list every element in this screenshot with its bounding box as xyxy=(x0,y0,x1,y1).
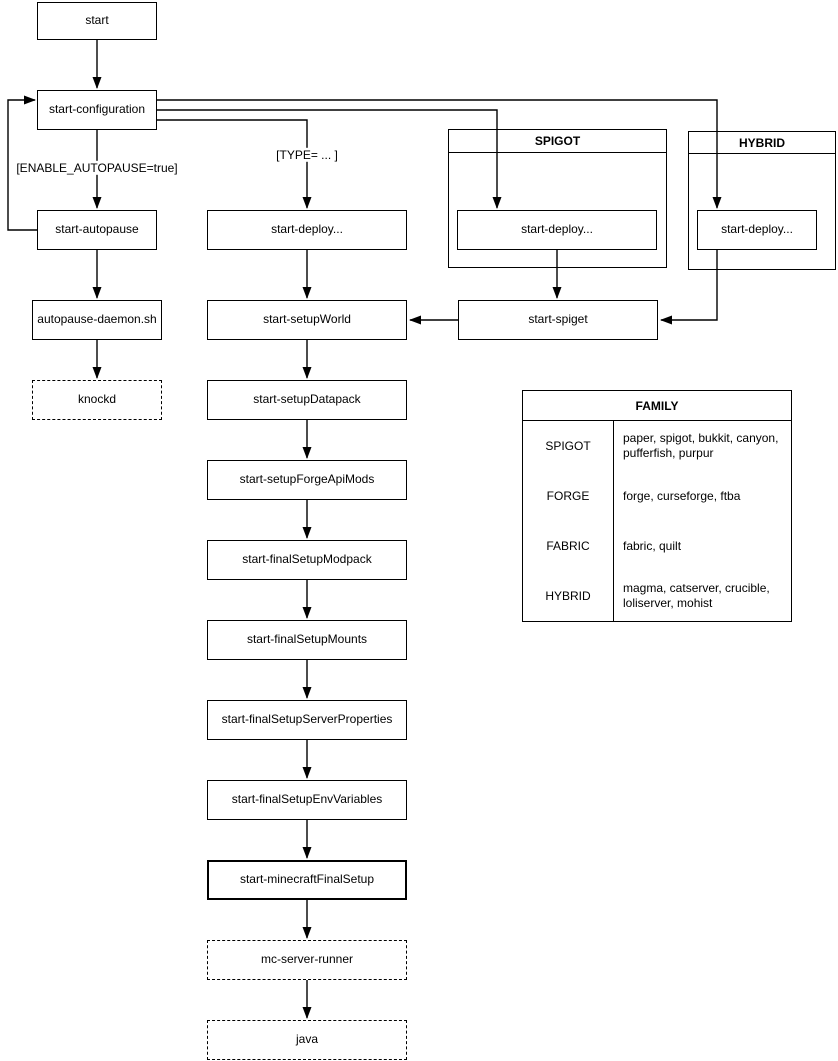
node-java: java xyxy=(207,1020,407,1060)
node-start-setup-datapack: start-setupDatapack xyxy=(207,380,407,420)
node-start-deploy: start-deploy... xyxy=(207,210,407,250)
edge-label-type: [TYPE= ... ] xyxy=(274,147,340,163)
family-table-body: SPIGOT paper, spigot, bukkit, canyon, pu… xyxy=(523,421,791,621)
hybrid-group-title: HYBRID xyxy=(689,132,835,154)
family-servers: magma, catserver, crucible, loliserver, … xyxy=(613,571,791,621)
node-start-autopause: start-autopause xyxy=(37,210,157,250)
family-name: SPIGOT xyxy=(545,439,591,453)
node-start-configuration: start-configuration xyxy=(37,90,157,130)
node-mc-server-runner: mc-server-runner xyxy=(207,940,407,980)
node-start-setup-forge-api-mods: start-setupForgeApiMods xyxy=(207,460,407,500)
spigot-group-title: SPIGOT xyxy=(449,130,666,153)
node-start-setup-world: start-setupWorld xyxy=(207,300,407,340)
table-row: SPIGOT paper, spigot, bukkit, canyon, pu… xyxy=(523,421,791,471)
node-start-final-setup-modpack: start-finalSetupModpack xyxy=(207,540,407,580)
node-start-final-setup-mounts: start-finalSetupMounts xyxy=(207,620,407,660)
family-name: HYBRID xyxy=(545,589,591,603)
node-start-minecraft-final-setup: start-minecraftFinalSetup xyxy=(207,860,407,900)
node-start-spiget: start-spiget xyxy=(458,300,658,340)
node-start: start xyxy=(37,2,157,40)
node-hybrid-start-deploy: start-deploy... xyxy=(697,210,817,250)
table-row: HYBRID magma, catserver, crucible, lolis… xyxy=(523,571,791,621)
node-start-final-setup-server-properties: start-finalSetupServerProperties xyxy=(207,700,407,740)
family-servers: paper, spigot, bukkit, canyon, pufferfis… xyxy=(613,421,791,471)
family-table: FAMILY SPIGOT paper, spigot, bukkit, can… xyxy=(522,390,792,622)
node-knockd: knockd xyxy=(32,380,162,420)
family-servers: fabric, quilt xyxy=(613,521,791,571)
family-servers: forge, curseforge, ftba xyxy=(613,471,791,521)
family-table-title: FAMILY xyxy=(523,391,791,421)
family-name: FORGE xyxy=(546,489,590,503)
table-row: FABRIC fabric, quilt xyxy=(523,521,791,571)
table-row: FORGE forge, curseforge, ftba xyxy=(523,471,791,521)
family-name: FABRIC xyxy=(546,539,590,553)
node-spigot-start-deploy: start-deploy... xyxy=(457,210,657,250)
node-autopause-daemon: autopause-daemon.sh xyxy=(32,300,162,340)
node-start-final-setup-env-variables: start-finalSetupEnvVariables xyxy=(207,780,407,820)
edge-label-enable-autopause: [ENABLE_AUTOPAUSE=true] xyxy=(14,160,180,176)
